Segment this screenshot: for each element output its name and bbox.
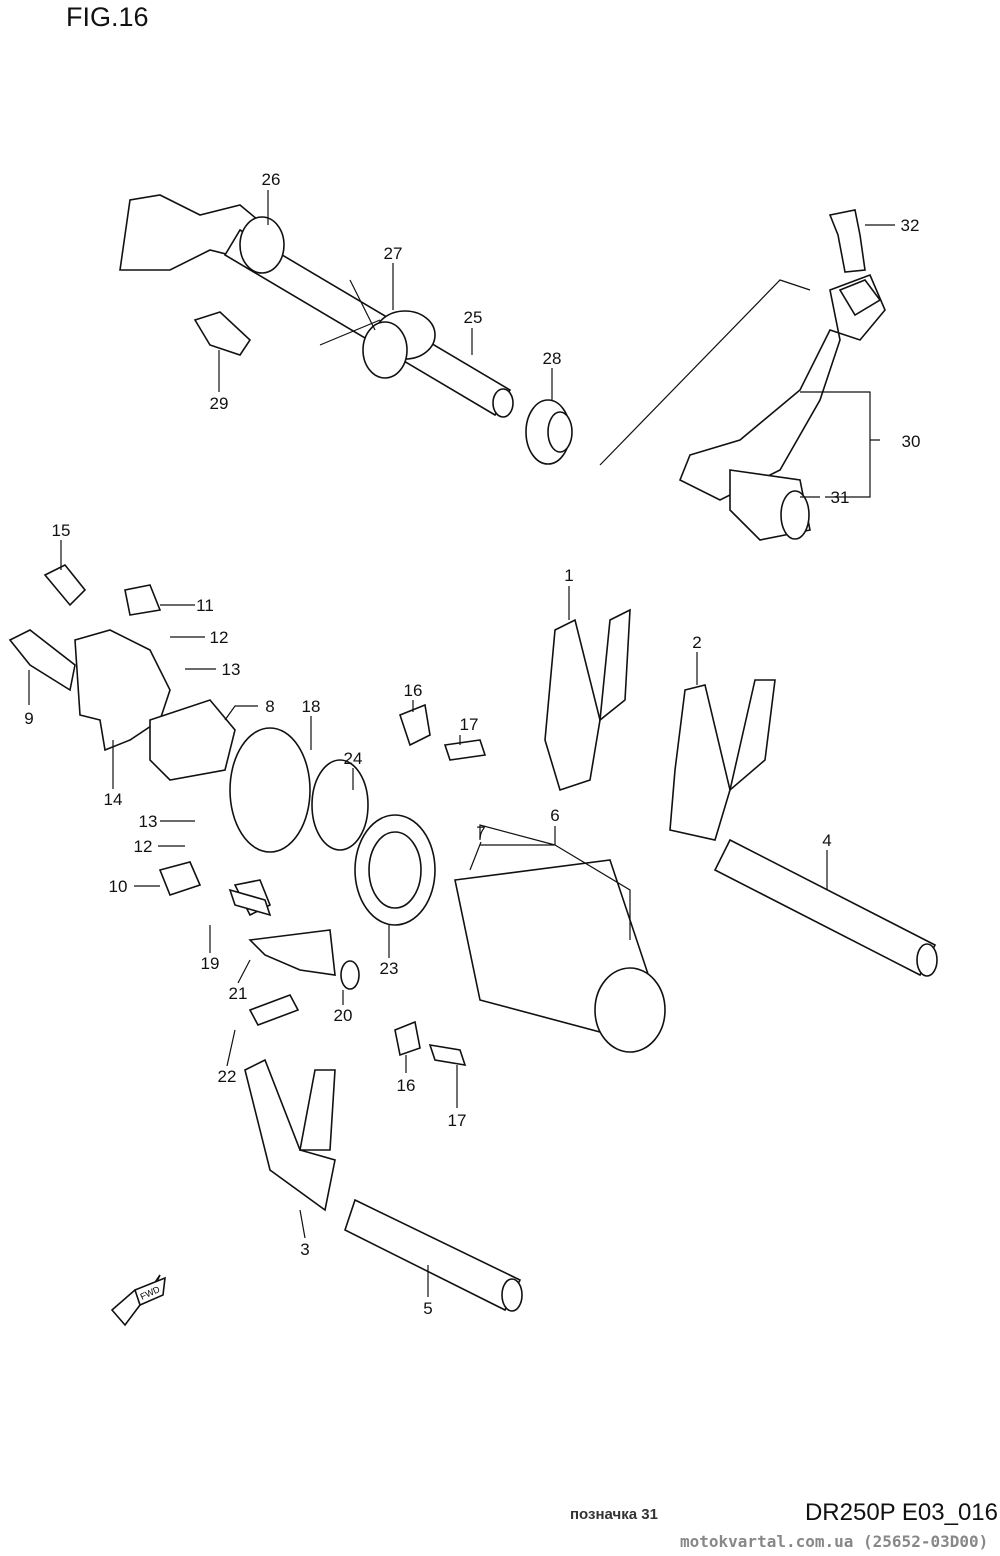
callout: 6 <box>550 806 559 825</box>
callout: 30 <box>902 432 921 451</box>
callout: 5 <box>423 1299 432 1318</box>
callout: 2 <box>692 633 701 652</box>
callout: 25 <box>464 308 483 327</box>
callout: 23 <box>380 959 399 978</box>
oil-seal-28 <box>525 399 573 465</box>
gearshift-lever <box>678 209 886 541</box>
callout: 17 <box>460 715 479 734</box>
cam-stopper-plate <box>8 563 171 752</box>
callout: 17 <box>448 1111 467 1130</box>
bolt-29 <box>193 311 252 356</box>
callout: 18 <box>302 697 321 716</box>
callout: 26 <box>262 170 281 189</box>
callout: 12 <box>134 837 153 856</box>
callout: 29 <box>210 394 229 413</box>
small-parts <box>228 703 487 1067</box>
callout: 8 <box>265 697 274 716</box>
callout: 16 <box>397 1076 416 1095</box>
gearshift-shaft <box>119 194 514 418</box>
callout: 4 <box>822 831 831 850</box>
callout: 3 <box>300 1240 309 1259</box>
bearing-seal <box>311 759 436 926</box>
shift-forks <box>244 608 776 1212</box>
callout: 15 <box>52 521 71 540</box>
callout: 19 <box>201 954 220 973</box>
callout: 22 <box>218 1067 237 1086</box>
callout: 28 <box>543 349 562 368</box>
callout: 12 <box>210 628 229 647</box>
callout: 14 <box>104 790 123 809</box>
callout: 13 <box>139 812 158 831</box>
callout: 16 <box>404 681 423 700</box>
overlay-stamp: позначка 31 <box>570 1506 658 1523</box>
callout: 31 <box>831 488 850 507</box>
callout-labels: 26 27 25 28 29 32 30 31 15 11 12 13 8 9 … <box>24 170 920 1318</box>
callout: 21 <box>229 984 248 1003</box>
callout: 1 <box>564 566 573 585</box>
callout: 13 <box>222 660 241 679</box>
callout: 9 <box>24 709 33 728</box>
watermark: motokvartal.com.ua (25652-03D00) <box>680 1532 989 1551</box>
fwd-arrow-icon <box>110 1274 166 1327</box>
callout: 24 <box>344 749 363 768</box>
callout: 7 <box>476 823 485 842</box>
callout: 20 <box>334 1006 353 1025</box>
gearshift-cam-driven-gear <box>149 699 311 917</box>
return-spring <box>319 279 436 379</box>
callout: 27 <box>384 244 403 263</box>
callout: 32 <box>901 216 920 235</box>
callout: 10 <box>109 877 128 896</box>
gearshift-cam <box>454 859 666 1053</box>
figure-title: FIG.16 <box>66 2 149 32</box>
callout: 11 <box>196 596 214 615</box>
fork-shafts <box>344 838 938 1312</box>
diagram-code: DR250P E03_016 <box>804 1499 998 1526</box>
